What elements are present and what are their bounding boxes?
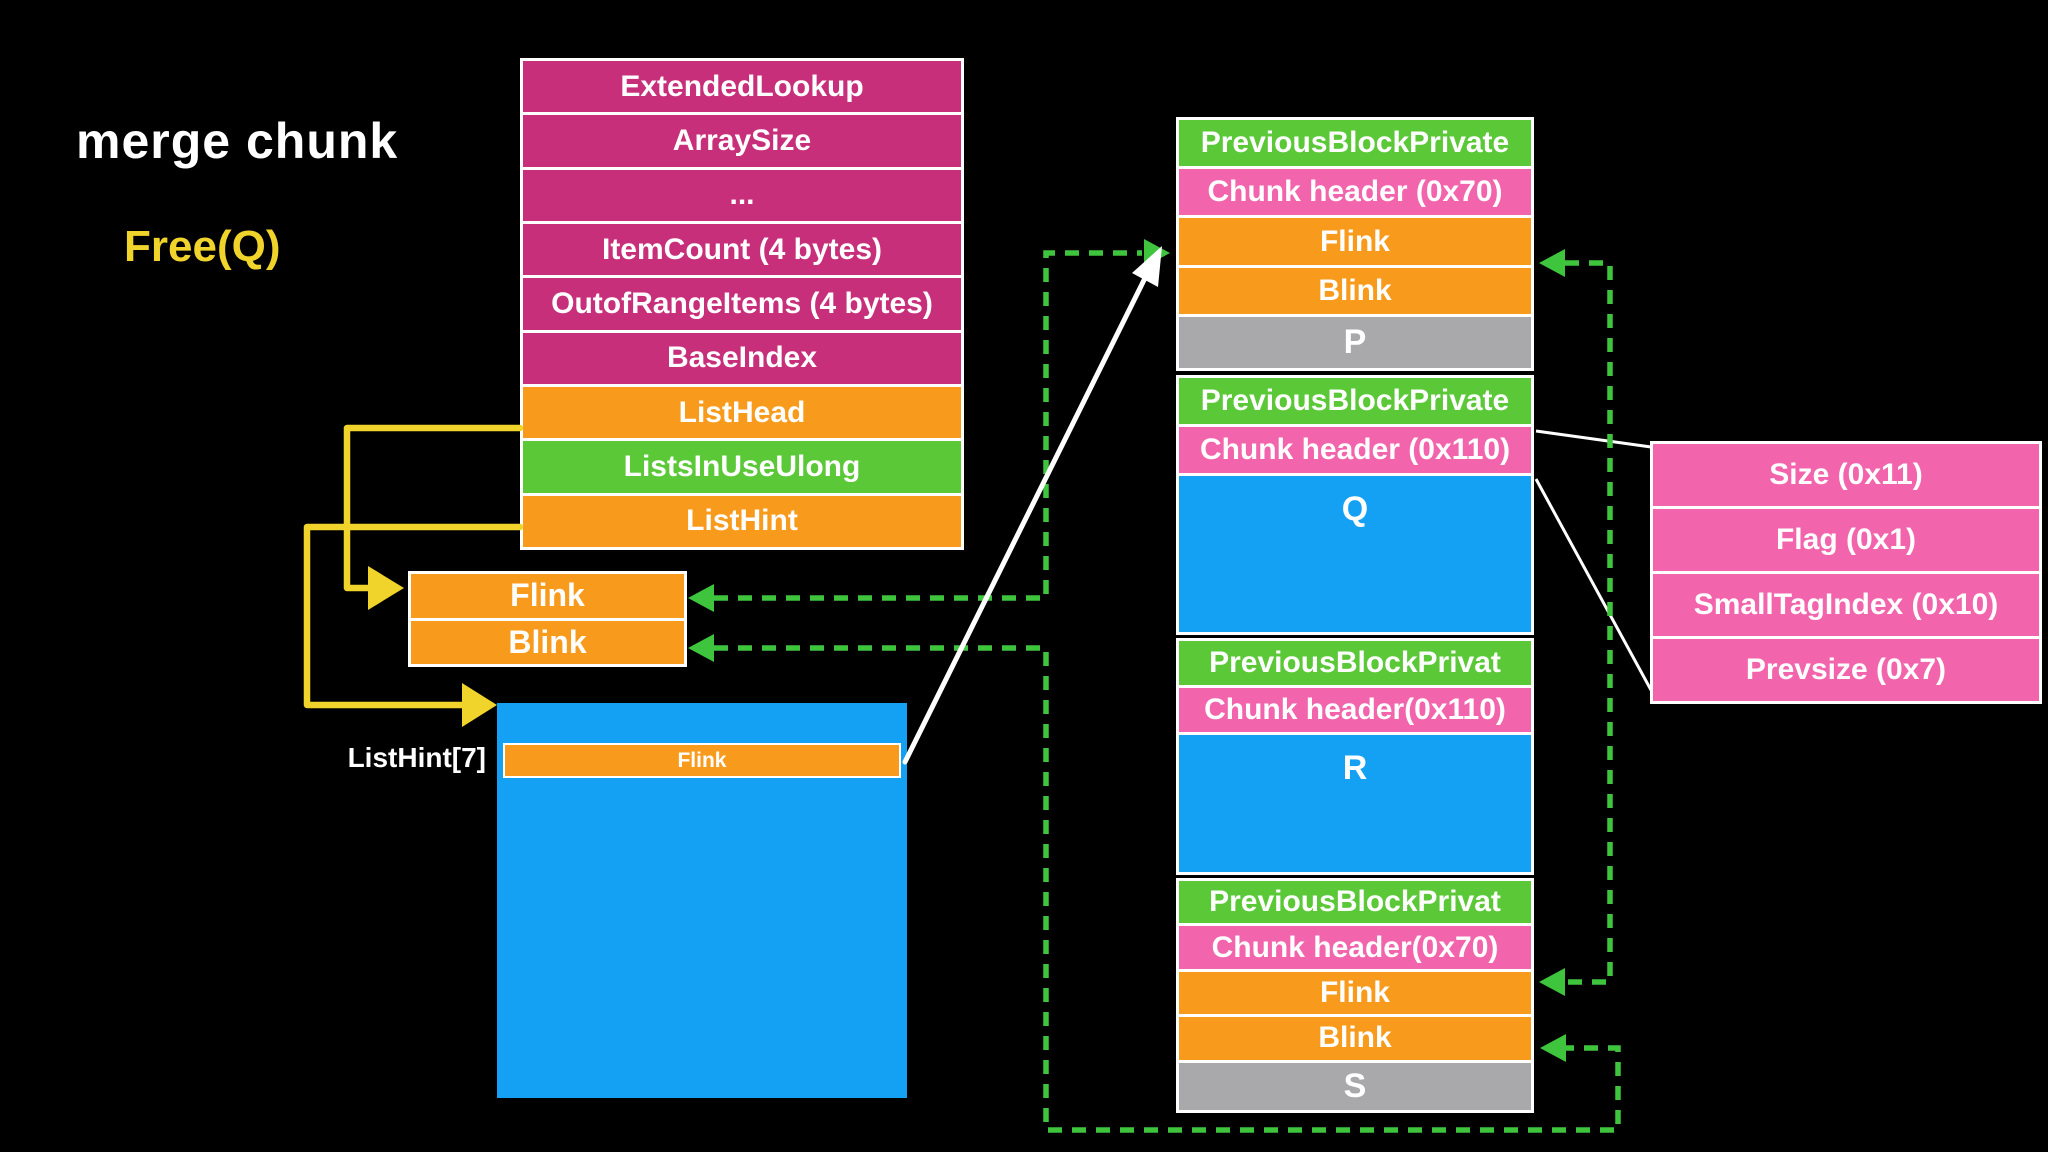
lookup-row-listhint: ListHint — [523, 495, 961, 547]
lookup-row-baseindex: BaseIndex — [523, 332, 961, 384]
chunk-q-header-callout-lines — [1534, 429, 1653, 691]
chunk-s-row-flink: Flink — [1179, 971, 1531, 1015]
chunk-p-row-name: P — [1179, 316, 1531, 369]
chunk-p: PreviousBlockPrivate Chunk header (0x70)… — [1176, 117, 1534, 371]
chunk-p-row-blink: Blink — [1179, 267, 1531, 314]
chunk-s-row-name: S — [1179, 1062, 1531, 1111]
chunk-p-row-header: Chunk header (0x70) — [1179, 169, 1531, 216]
listhead-node-flink: Flink — [411, 574, 684, 618]
chunk-p-row-flink: Flink — [1179, 218, 1531, 265]
chunk-r-row-header: Chunk header(0x110) — [1179, 688, 1531, 732]
chunk-s: PreviousBlockPrivat Chunk header(0x70) F… — [1176, 878, 1534, 1113]
chunk-s-row-header: Chunk header(0x70) — [1179, 926, 1531, 969]
listhint-bucket-flink: Flink — [503, 743, 901, 778]
chunk-p-row-previousblockprivate: PreviousBlockPrivate — [1179, 120, 1531, 167]
lookup-row-listsinuseulong: ListsInUseUlong — [523, 441, 961, 493]
green-arrow-chunk-p-to-chunk-s-flink — [1539, 249, 1613, 996]
chunk-s-row-previousblockprivate: PreviousBlockPrivat — [1179, 881, 1531, 924]
lookup-row-itemcount: ItemCount (4 bytes) — [523, 223, 961, 276]
chunk-q-row-header: Chunk header (0x110) — [1179, 427, 1531, 473]
lookup-row-arraysize: ArraySize — [523, 115, 961, 167]
lookup-row-listhead: ListHead — [523, 386, 961, 439]
chunk-r-row-previousblockprivate: PreviousBlockPrivat — [1179, 641, 1531, 685]
detail-row-size: Size (0x11) — [1653, 444, 2039, 506]
detail-row-prevsize: Prevsize (0x7) — [1653, 639, 2039, 701]
detail-row-smalltagindex: SmallTagIndex (0x10) — [1653, 574, 2039, 636]
chunk-header-detail: Size (0x11) Flag (0x1) SmallTagIndex (0x… — [1650, 441, 2042, 704]
page-title: merge chunk — [76, 113, 399, 169]
chunk-r: PreviousBlockPrivat Chunk header(0x110) … — [1176, 638, 1534, 875]
chunk-r-row-body: R — [1179, 735, 1531, 872]
lookup-row-outofrangeitems: OutofRangeItems (4 bytes) — [523, 278, 961, 330]
chunk-q-row-previousblockprivate: PreviousBlockPrivate — [1179, 378, 1531, 424]
listlookup-table: ExtendedLookup ArraySize ... ItemCount (… — [520, 58, 964, 550]
listhint-bucket: Flink — [497, 703, 907, 1098]
listhead-node: Flink Blink — [408, 571, 687, 667]
subtitle-free-q: Free(Q) — [124, 222, 281, 271]
listhint-label: ListHint[7] — [347, 742, 486, 773]
chunk-q: PreviousBlockPrivate Chunk header (0x110… — [1176, 375, 1534, 635]
chunk-s-row-blink: Blink — [1179, 1017, 1531, 1060]
lookup-row-extendedlookup: ExtendedLookup — [523, 61, 961, 113]
chunk-q-row-body: Q — [1179, 476, 1531, 632]
lookup-row-ellipsis: ... — [523, 169, 961, 221]
detail-row-flag: Flag (0x1) — [1653, 509, 2039, 571]
listhead-node-blink: Blink — [411, 620, 684, 664]
